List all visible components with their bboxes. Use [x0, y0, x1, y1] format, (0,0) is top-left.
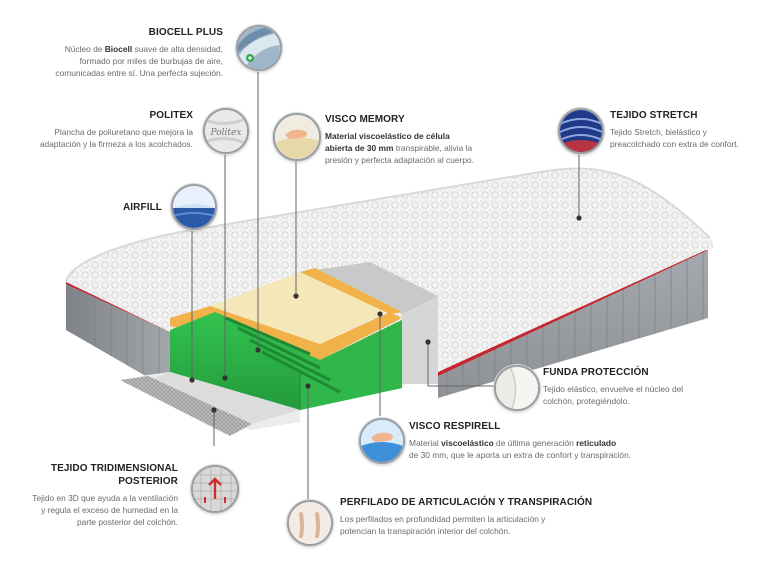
- tejido-stretch-line2: preacolchado con extra de confort.: [610, 139, 739, 149]
- tejido-3d-title1: TEJIDO TRIDIMENSIONAL: [50, 463, 178, 474]
- biocell-desc-line3: comunicadas entre sí. Una perfecta sujec…: [55, 68, 223, 78]
- perfilado-title: PERFILADO DE ARTICULACIÓN Y TRANSPIRACIÓ…: [340, 497, 593, 508]
- visco-respirell-bold1: viscoelástico: [441, 438, 494, 448]
- label-perfilado: PERFILADO DE ARTICULACIÓN Y TRANSPIRACIÓ…: [340, 497, 610, 537]
- tejido-stretch-title: TEJIDO STRETCH: [610, 110, 698, 121]
- visco-respirell-b: de última generación: [493, 438, 577, 448]
- tejido-3d-line2: y regula el exceso de humedad en la: [41, 505, 178, 515]
- politex-icon: Politex: [203, 108, 249, 154]
- airfill-icon: [171, 184, 217, 230]
- tejido-3d-line3: parte posterior del colchón.: [76, 517, 178, 527]
- funda-desc-line1: Tejido elástico, envuelve el núcleo del: [543, 384, 684, 394]
- visco-memory-line3: presión y perfecta adaptación al cuerpo.: [325, 155, 474, 165]
- funda-desc: Tejido elástico, envuelve el núcleo del …: [543, 383, 723, 407]
- tejido-stretch-icon: [558, 108, 604, 154]
- visco-respirell-icon: [359, 418, 405, 464]
- visco-memory-layer: [210, 272, 390, 344]
- biocell-desc-bold: Biocell: [104, 44, 133, 54]
- funda-desc-line2: colchón, protegiéndolo.: [543, 396, 630, 406]
- visco-memory-title: VISCO MEMORY: [325, 114, 405, 125]
- biocell-icon: [236, 25, 282, 71]
- visco-respirell-line2: de 30 mm, que le aporta un extra de conf…: [409, 450, 632, 460]
- funda-icon: [494, 365, 540, 411]
- label-visco-respirell: VISCO RESPIRELL Material viscoelástico d…: [409, 421, 669, 461]
- label-tejido-stretch: TEJIDO STRETCH Tejido Stretch, bielástic…: [610, 110, 770, 150]
- label-airfill: AIRFILL: [60, 202, 162, 213]
- biocell-desc-line2: formado por miles de burbujas de aire,: [79, 56, 223, 66]
- visco-respirell-a: Material: [409, 438, 442, 448]
- perfilado-line2: potencian la transpiración interior del …: [340, 526, 511, 536]
- label-politex: POLITEX Plancha de poliuretano que mejor…: [20, 110, 193, 150]
- politex-title: POLITEX: [149, 110, 193, 121]
- tejido-stretch-desc: Tejido Stretch, bielástico y preacolchad…: [610, 126, 770, 150]
- label-funda-proteccion: FUNDA PROTECCIÓN Tejido elástico, envuel…: [543, 367, 723, 407]
- visco-memory-desc: Material viscoelástico de célula abierta…: [325, 130, 505, 166]
- perfilado-desc: Los perfilados en profundidad permiten l…: [340, 513, 610, 537]
- politex-desc-line1: Plancha de poliuretano que mejora la: [54, 127, 193, 137]
- biocell-desc-a: Núcleo de: [64, 44, 105, 54]
- visco-memory-bold2: abierta de 30 mm: [325, 143, 394, 153]
- biocell-desc-b: suave de alta densidad,: [132, 44, 223, 54]
- svg-text:Politex: Politex: [210, 128, 242, 138]
- label-visco-memory: VISCO MEMORY Material viscoelástico de c…: [325, 114, 505, 166]
- visco-memory-rest2: transpirable, alivia la: [393, 143, 473, 153]
- perfilado-icon: [287, 500, 333, 546]
- tejido-3d-line1: Tejido en 3D que ayuda a la ventilación: [32, 493, 178, 503]
- visco-respirell-title: VISCO RESPIRELL: [409, 421, 501, 432]
- airfill-title: AIRFILL: [122, 202, 162, 213]
- biocell-title: BIOCELL PLUS: [148, 27, 223, 38]
- tejido-stretch-line1: Tejido Stretch, bielástico y: [610, 127, 707, 137]
- funda-title: FUNDA PROTECCIÓN: [543, 367, 649, 378]
- tejido-3d-layer: [120, 376, 252, 436]
- visco-respirell-bold2: reticulado: [576, 438, 617, 448]
- label-biocell-plus: BIOCELL PLUS Núcleo de Biocell suave de …: [30, 27, 223, 79]
- politex-desc: Plancha de poliuretano que mejora la ada…: [20, 126, 193, 150]
- biocell-desc: Núcleo de Biocell suave de alta densidad…: [30, 43, 223, 79]
- visco-memory-icon: [273, 113, 321, 161]
- tejido-3d-desc: Tejido en 3D que ayuda a la ventilación …: [10, 492, 178, 528]
- tejido-3d-title2: POSTERIOR: [118, 476, 178, 487]
- label-tejido-3d: TEJIDO TRIDIMENSIONAL POSTERIOR Tejido e…: [10, 463, 178, 528]
- visco-memory-bold1: Material viscoelástico de célula: [325, 131, 450, 141]
- visco-respirell-desc: Material viscoelástico de última generac…: [409, 437, 669, 461]
- tejido-3d-icon: [191, 465, 239, 513]
- perfilado-line1: Los perfilados en profundidad permiten l…: [340, 514, 546, 524]
- politex-desc-line2: adaptación y la firmeza a los acolchados…: [39, 139, 193, 149]
